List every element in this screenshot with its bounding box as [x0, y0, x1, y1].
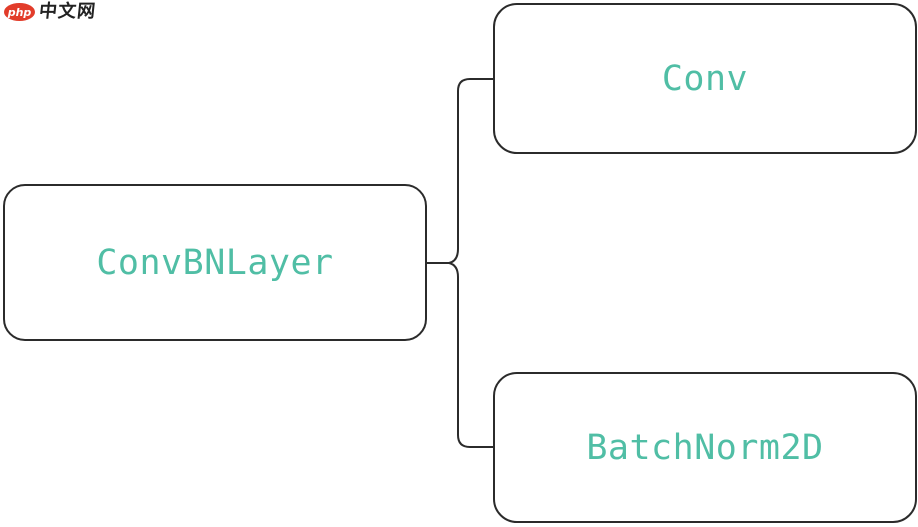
node-batchnorm2d[interactable]: BatchNorm2D	[493, 372, 917, 523]
node-conv-label: Conv	[661, 58, 749, 99]
connector-brace-path	[448, 78, 494, 448]
node-convbnlayer-label: ConvBNLayer	[96, 242, 334, 283]
site-name: 中文网	[37, 1, 98, 22]
node-conv[interactable]: Conv	[493, 3, 917, 154]
php-badge-icon: php	[4, 3, 35, 21]
node-convbnlayer[interactable]: ConvBNLayer	[3, 184, 427, 341]
node-batchnorm2d-label: BatchNorm2D	[586, 427, 824, 468]
site-logo: php 中文网	[4, 1, 98, 22]
